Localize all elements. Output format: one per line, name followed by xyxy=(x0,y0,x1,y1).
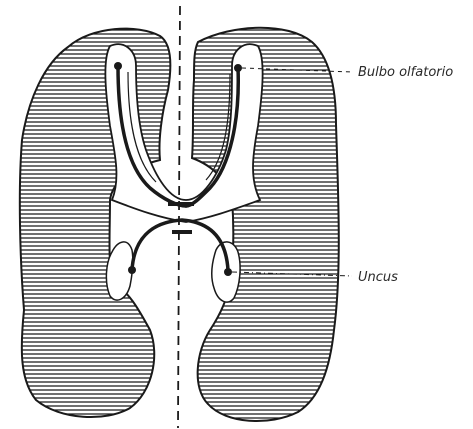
midline-axis xyxy=(178,6,180,428)
right-hemisphere xyxy=(192,28,339,421)
left-hemisphere xyxy=(20,29,171,417)
commissure-bar-bottom xyxy=(172,230,192,234)
olfactory-bulb-label: Bulbo olfatorio xyxy=(358,65,453,80)
right-uncus-dot xyxy=(224,268,232,276)
left-uncus-dot xyxy=(128,266,136,274)
uncus-label: Uncus xyxy=(358,270,398,285)
commissure-bar-top xyxy=(168,202,194,206)
right-olfactory-bulb-dot xyxy=(234,64,242,72)
left-olfactory-bulb-dot xyxy=(114,62,122,70)
